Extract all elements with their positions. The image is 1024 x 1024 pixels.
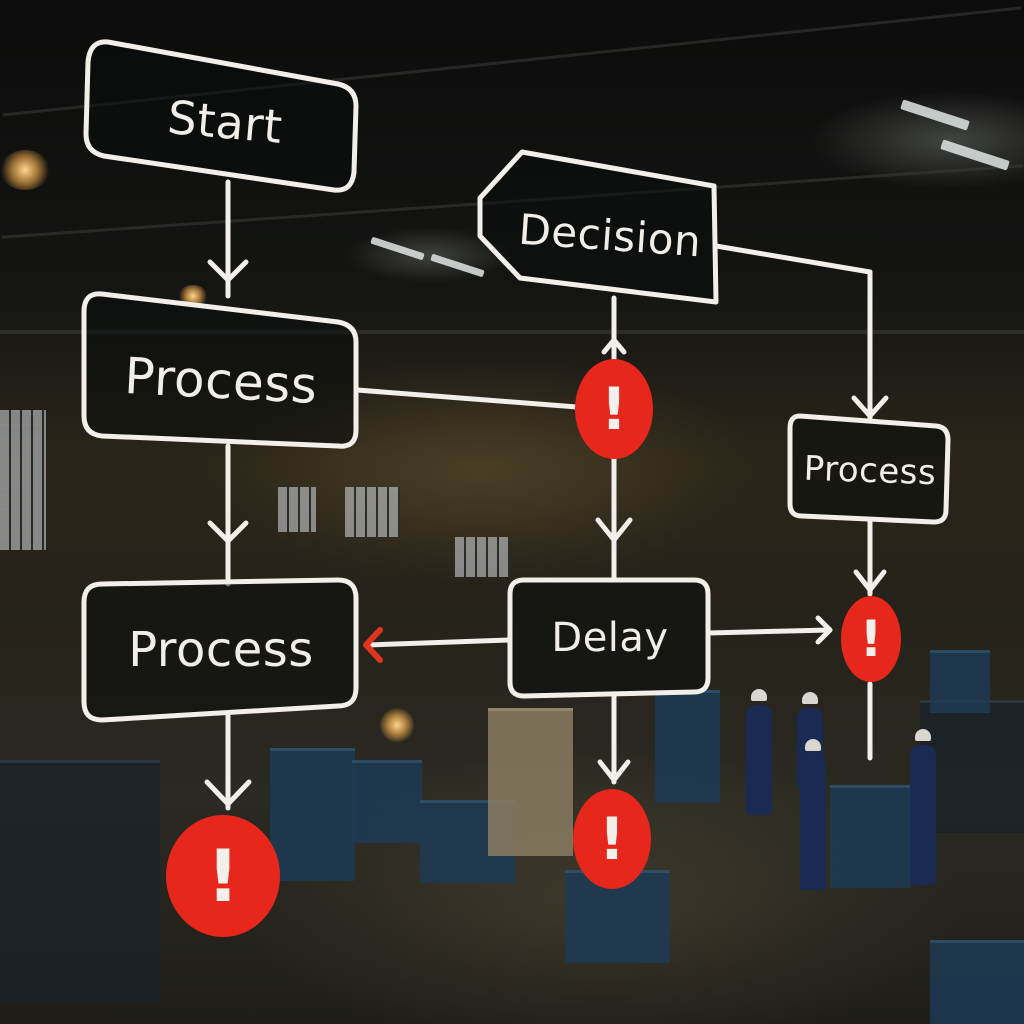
- arrowhead-down-icon: [204, 779, 252, 807]
- worker: [910, 729, 936, 885]
- machine: [930, 940, 1024, 1024]
- arrowhead-down-icon: [207, 259, 249, 283]
- alert-decision-circle: [575, 359, 653, 459]
- process3-node-label: Process: [803, 448, 937, 494]
- worker: [800, 739, 826, 890]
- machine: [352, 760, 422, 843]
- decision-node: Decision: [496, 172, 723, 297]
- edge-decision-process3: [713, 243, 873, 421]
- machine: [0, 760, 160, 1003]
- arrowhead-up-icon: [601, 337, 627, 355]
- alert-process3-circle: [841, 596, 901, 682]
- arrowhead-right-icon: [815, 615, 833, 645]
- edge-process1-alert: [354, 387, 580, 410]
- worker: [746, 689, 772, 815]
- arrowhead-down-icon: [597, 759, 631, 783]
- arrowhead-down-icon: [207, 520, 249, 544]
- factory-window: [345, 487, 400, 537]
- ceiling-truss: [0, 330, 1024, 334]
- arrowhead-down-icon: [853, 569, 887, 593]
- delay-node-label: Delay: [551, 615, 669, 661]
- process2-node-shape: [81, 577, 359, 723]
- machine: [930, 650, 990, 713]
- decision-node-label: Decision: [517, 204, 703, 266]
- edge-delay-process2: [365, 637, 513, 648]
- exclamation-alert-icon: !: [598, 805, 626, 873]
- delay-node: Delay: [512, 584, 708, 692]
- start-node-shape: [83, 39, 359, 193]
- start-node-label: Start: [165, 90, 285, 154]
- arrowhead-down-icon: [595, 517, 633, 543]
- decision-node-shape: [477, 149, 719, 305]
- edge-delay-alert: [705, 627, 833, 636]
- factory-window: [0, 410, 46, 550]
- machine: [488, 708, 573, 856]
- process2-node-label: Process: [128, 622, 314, 678]
- process1-node-shape: [81, 291, 359, 449]
- exclamation-alert-icon: !: [206, 834, 240, 918]
- exclamation-alert-icon: !: [600, 375, 628, 443]
- delay-node-shape: [507, 577, 711, 699]
- start-node: Start: [95, 51, 355, 192]
- work-lamp: [380, 708, 414, 742]
- process1-node-label: Process: [123, 346, 319, 416]
- exclamation-alert-icon: !: [859, 610, 883, 668]
- red-arrowhead-left-icon: [363, 627, 383, 663]
- machine: [270, 748, 355, 881]
- alert-delay-circle: [573, 789, 651, 889]
- process2-node: Process: [86, 590, 356, 710]
- process3-node: Process: [790, 421, 949, 520]
- hanging-lamp: [0, 150, 50, 190]
- workbench: [830, 785, 910, 888]
- factory-window: [455, 537, 510, 577]
- process3-node-shape: [787, 413, 951, 525]
- factory-window: [278, 487, 316, 532]
- alert-process2-circle: [166, 815, 280, 937]
- arrowhead-down-icon: [851, 395, 889, 419]
- process1-node: Process: [83, 315, 359, 447]
- machine: [920, 700, 1024, 833]
